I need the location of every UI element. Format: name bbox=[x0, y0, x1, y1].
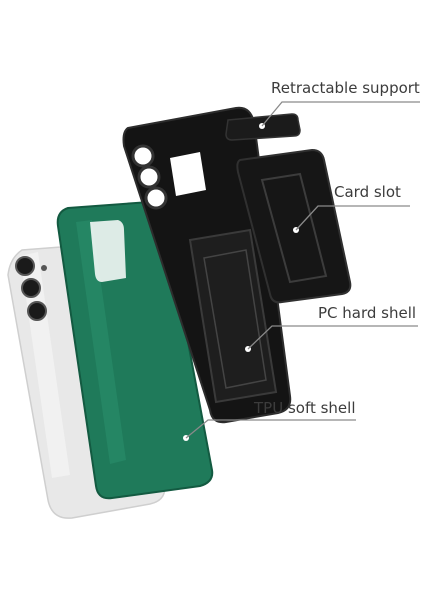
label-card-slot: Card slot bbox=[334, 183, 401, 201]
label-pc-hard-shell: PC hard shell bbox=[318, 304, 417, 322]
pc-shell-camera-cutouts bbox=[131, 144, 168, 210]
label-tpu-soft-shell: TPU soft shell bbox=[254, 399, 356, 417]
leader-card-slot bbox=[295, 205, 410, 231]
leader-retractable-support bbox=[261, 101, 420, 127]
label-retractable-support: Retractable support bbox=[271, 79, 420, 97]
leader-pc-hard-shell bbox=[247, 325, 418, 350]
phone-camera-module bbox=[15, 256, 47, 321]
card-slot-panel bbox=[236, 148, 352, 304]
leader-lines bbox=[185, 101, 420, 439]
leader-tpu-soft-shell bbox=[185, 419, 356, 439]
